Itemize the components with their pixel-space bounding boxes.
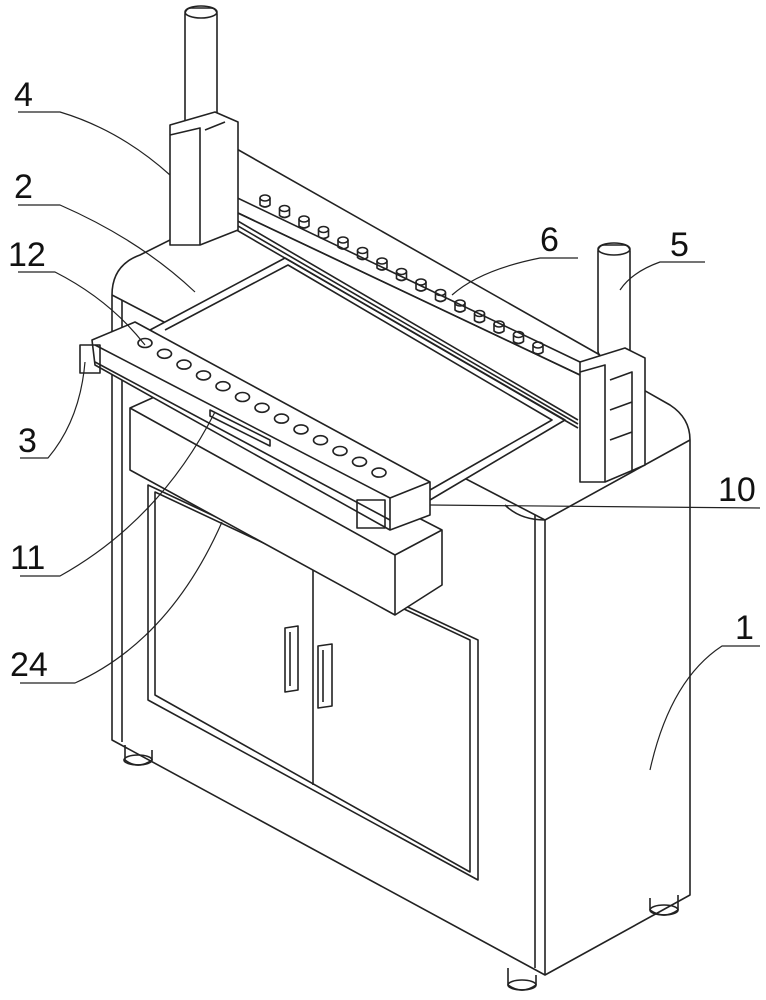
label-24: 24 xyxy=(10,648,48,682)
label-3: 3 xyxy=(18,424,37,458)
label-4: 4 xyxy=(14,78,33,112)
left-column xyxy=(170,6,238,245)
label-5: 5 xyxy=(670,228,689,262)
label-2: 2 xyxy=(14,170,33,204)
label-1: 1 xyxy=(735,611,754,645)
label-10: 10 xyxy=(718,473,756,507)
label-11: 11 xyxy=(10,541,45,575)
right-column xyxy=(580,243,645,482)
label-6: 6 xyxy=(540,223,559,257)
label-12: 12 xyxy=(8,238,46,272)
